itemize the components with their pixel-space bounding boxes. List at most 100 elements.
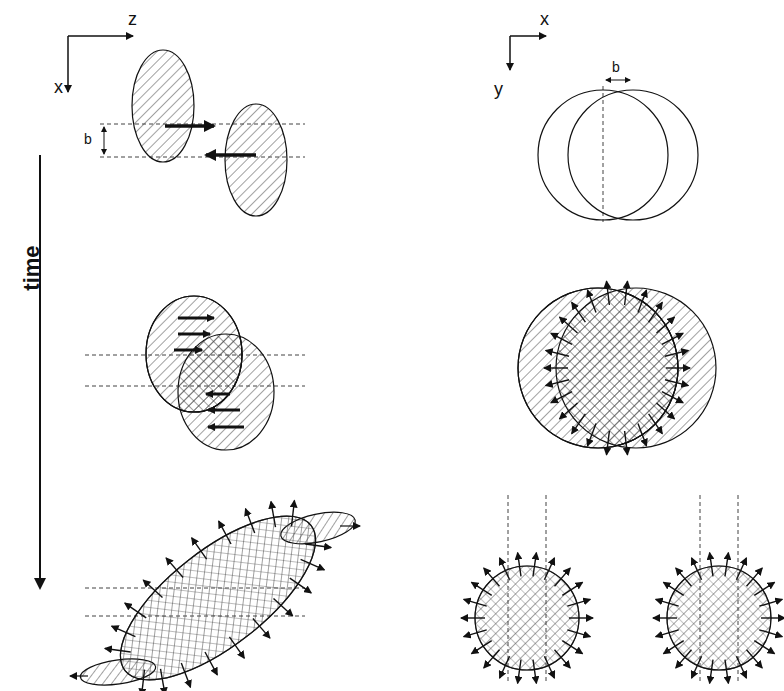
flow-arrow xyxy=(649,414,663,434)
flow-arrow xyxy=(747,650,763,668)
flow-arrow xyxy=(607,281,610,305)
flow-arrow xyxy=(692,558,702,580)
flow-arrow xyxy=(246,509,255,533)
flow-arrow xyxy=(710,553,713,577)
impact-parameter-label: b xyxy=(84,132,92,146)
flow-arrow xyxy=(544,558,554,580)
flow-arrow xyxy=(725,660,728,684)
flow-arrow xyxy=(546,380,569,386)
flow-arrow xyxy=(754,641,774,654)
time-label: time xyxy=(21,245,43,290)
fireball-side xyxy=(70,488,360,691)
flow-arrow xyxy=(551,392,572,403)
flow-arrow xyxy=(464,630,487,637)
flow-arrow xyxy=(143,580,162,598)
flow-arrow xyxy=(142,670,145,691)
flow-arrow xyxy=(656,599,679,606)
flow-arrow xyxy=(533,553,536,577)
flow-arrow xyxy=(500,558,510,580)
flow-arrow xyxy=(562,582,582,595)
flow-arrow xyxy=(725,553,728,577)
flow-arrow xyxy=(544,367,568,368)
flow-arrow xyxy=(625,281,628,305)
flow-arrow xyxy=(555,650,571,668)
flow-arrow xyxy=(472,641,492,654)
overlap-transverse xyxy=(518,281,716,455)
flow-arrow xyxy=(461,617,485,618)
flow-arrow xyxy=(736,656,746,678)
time-arrow xyxy=(39,155,41,588)
flow-arrow xyxy=(544,656,554,678)
flow-arrow xyxy=(676,650,692,668)
flow-arrow xyxy=(292,501,295,527)
flow-arrow xyxy=(112,626,136,637)
flow-arrow xyxy=(500,656,510,678)
flow-arrow xyxy=(484,650,500,668)
flow-arrow xyxy=(657,317,675,333)
flow-arrow xyxy=(551,333,572,344)
flow-arrow xyxy=(736,558,746,580)
flow-arrow xyxy=(560,317,578,333)
flow-arrow xyxy=(125,603,146,618)
flow-arrow xyxy=(572,414,586,434)
flow-arrow xyxy=(192,538,207,559)
flow-arrow xyxy=(665,350,688,356)
flow-arrow xyxy=(761,617,784,618)
flow-arrow xyxy=(625,431,628,455)
flow-arrow xyxy=(301,559,325,570)
flow-arrow xyxy=(472,582,492,595)
flow-arrow xyxy=(665,380,688,386)
flow-arrow xyxy=(533,660,536,684)
flow-arrow xyxy=(759,630,782,637)
flow-arrow xyxy=(181,663,190,687)
flow-arrow xyxy=(271,502,276,528)
flow-arrow xyxy=(649,302,663,322)
flow-arrow xyxy=(572,302,586,322)
flow-arrow xyxy=(219,521,231,544)
nuclei-transverse xyxy=(538,80,698,222)
flow-arrow xyxy=(205,652,217,675)
axis-label: x xyxy=(54,78,63,96)
flow-arrow xyxy=(692,656,702,678)
axis-label: y xyxy=(494,80,503,98)
flow-arrow xyxy=(747,568,763,586)
flow-arrow xyxy=(567,599,590,606)
flow-arrow xyxy=(607,431,610,455)
axis-label: z xyxy=(128,10,137,28)
flow-arrow xyxy=(664,582,684,595)
flow-arrow xyxy=(638,423,647,446)
flow-arrow xyxy=(657,403,675,419)
flow-arrow xyxy=(305,544,331,548)
flow-arrow xyxy=(484,568,500,586)
flow-arrow xyxy=(676,568,692,586)
flow-arrow xyxy=(588,423,597,446)
fireball-transverse xyxy=(461,495,784,683)
flow-arrow xyxy=(653,617,677,618)
flow-arrow xyxy=(656,630,679,637)
nuclei-overlap xyxy=(85,296,305,450)
flow-arrow xyxy=(290,578,311,593)
flow-arrow xyxy=(662,392,683,403)
flow-arrow xyxy=(759,599,782,606)
flow-arrow xyxy=(518,553,521,577)
impact-parameter-label: b xyxy=(612,60,620,74)
flow-arrow xyxy=(253,619,270,639)
flow-arrow xyxy=(588,290,597,313)
flow-arrow xyxy=(518,660,521,684)
flow-arrow xyxy=(662,333,683,344)
flow-arrow xyxy=(161,669,166,691)
flow-arrow xyxy=(666,367,690,368)
flow-arrow xyxy=(274,598,293,616)
flow-arrow xyxy=(562,641,582,654)
flow-arrow xyxy=(569,617,593,618)
flow-arrow xyxy=(105,649,131,653)
flow-arrow xyxy=(638,290,647,313)
flow-arrow xyxy=(464,599,487,606)
flow-arrow xyxy=(555,568,571,586)
flow-arrow xyxy=(229,637,244,658)
flow-arrow xyxy=(560,403,578,419)
flow-arrow xyxy=(166,558,183,578)
axis-label: x xyxy=(540,10,549,28)
flow-arrow xyxy=(664,641,684,654)
